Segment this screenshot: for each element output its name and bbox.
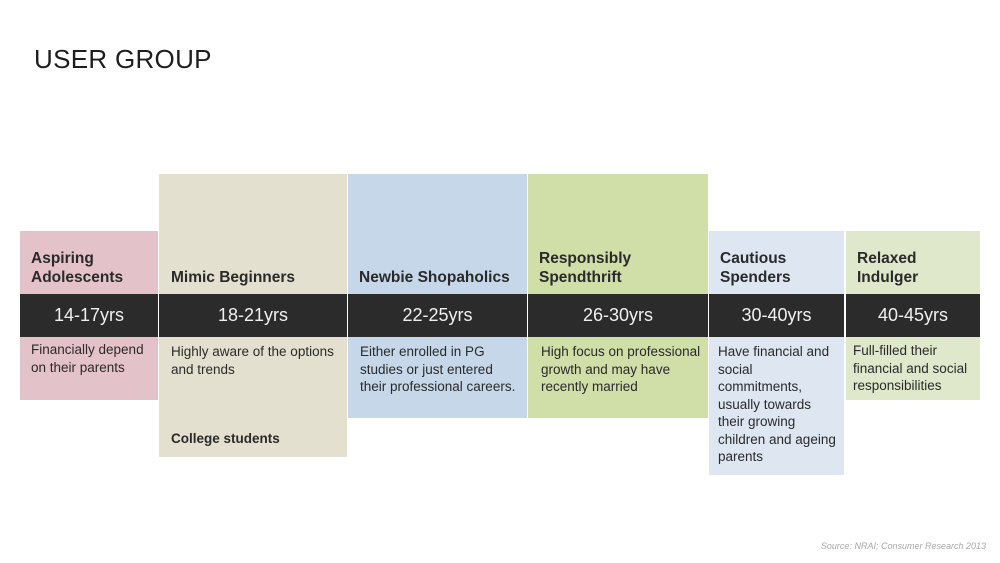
group-name: Mimic Beginners [171,269,296,286]
group-age: 30-40yrs [741,305,812,325]
group-note: College students [171,430,280,446]
page-title: USER GROUP [34,44,212,74]
group-name: Aspiring Adolescents [31,250,124,286]
group-description-box: High focus on professional growth and ma… [528,337,708,418]
group-header: Newbie Shopaholics [348,174,527,294]
group-description: Either enrolled in PG studies or just en… [360,344,516,394]
group-aspiring-adolescents: Aspiring Adolescents 14-17yrs Financiall… [20,0,158,563]
group-age-band: 30-40yrs [709,294,844,337]
group-description: High focus on professional growth and ma… [541,344,701,394]
group-age-band: 14-17yrs [20,294,158,337]
group-name: Newbie Shopaholics [359,269,510,286]
group-description: Full-filled their financial and social r… [853,343,968,393]
group-description-box: Have financial and social commitments, u… [709,337,844,475]
group-description: Have financial and social commitments, u… [718,344,836,464]
group-relaxed-indulger: Relaxed Indulger 40-45yrs Full-filled th… [846,0,980,563]
group-header: Mimic Beginners [159,174,347,294]
source-note: Source: NRAI; Consumer Research 2013 [820,541,986,551]
group-name: Relaxed Indulger [857,250,919,286]
group-age: 14-17yrs [53,305,125,325]
group-age: 26-30yrs [582,305,654,325]
group-header: Aspiring Adolescents [20,231,158,294]
group-age-band: 18-21yrs [159,294,347,337]
group-name: Cautious Spenders [720,250,791,286]
group-name: Responsibly Spendthrift [539,250,632,286]
group-age: 22-25yrs [402,305,473,325]
group-age: 40-45yrs [877,305,949,325]
group-age-band: 26-30yrs [528,294,708,337]
group-description: Financially depend on their parents [31,342,144,375]
group-age-band: 40-45yrs [846,294,980,337]
group-description-box: Financially depend on their parents [20,337,158,400]
group-header: Responsibly Spendthrift [528,174,708,294]
group-description-box: Either enrolled in PG studies or just en… [348,337,527,418]
group-description-box: Highly aware of the options and trends C… [159,337,347,457]
group-responsibly-spendthrift: Responsibly Spendthrift 26-30yrs High fo… [528,0,708,563]
group-age-band: 22-25yrs [348,294,527,337]
group-description: Highly aware of the options and trends [171,344,334,377]
group-mimic-beginners: Mimic Beginners 18-21yrs Highly aware of… [159,0,347,563]
group-age: 18-21yrs [217,305,289,325]
group-cautious-spenders: Cautious Spenders 30-40yrs Have financia… [709,0,844,563]
group-newbie-shopaholics: Newbie Shopaholics 22-25yrs Either enrol… [348,0,527,563]
group-header: Cautious Spenders [709,231,844,294]
group-description-box: Full-filled their financial and social r… [846,337,980,400]
group-header: Relaxed Indulger [846,231,980,294]
